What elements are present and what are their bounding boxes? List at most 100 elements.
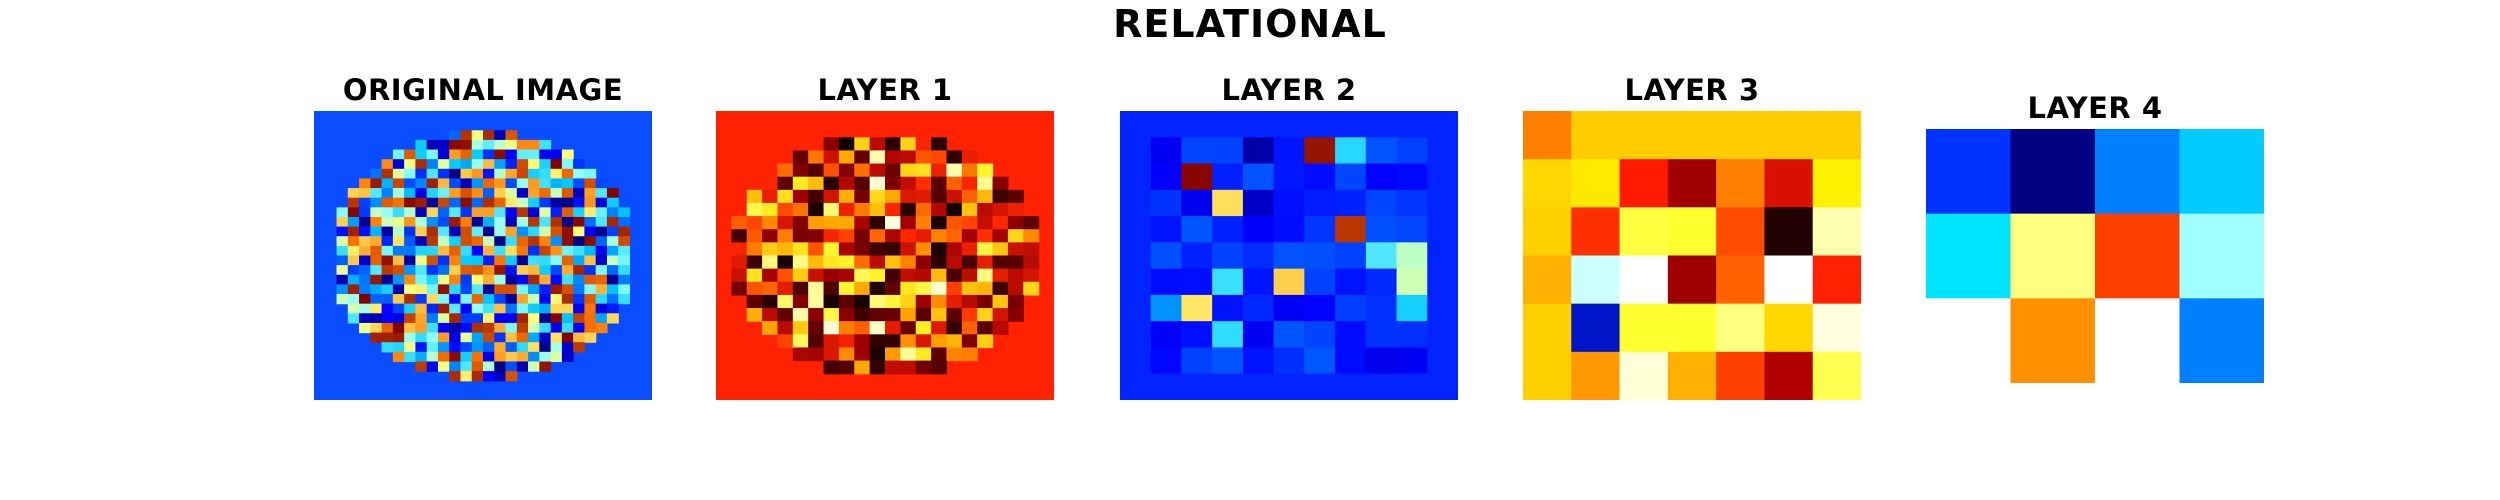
heatmap-cell [505,226,518,237]
heatmap-cell [808,216,825,230]
heatmap-cell [977,268,994,283]
heatmap-cell [550,245,563,257]
heatmap-cell [426,342,439,353]
heatmap-cell [550,274,563,285]
heatmap-cell [1764,351,1814,400]
heatmap-cell [854,242,871,257]
heatmap-cell [426,139,439,151]
heatmap-cell [494,188,507,199]
heatmap-cell [1812,351,1861,400]
heatmap-cell [426,236,439,247]
heatmap-cell [946,189,963,204]
heatmap-cell [1396,242,1428,270]
heatmap-cell [460,207,473,218]
heatmap-cell [931,294,948,309]
heatmap-cell [561,332,574,343]
heatmap-cell [404,149,416,160]
heatmap-cell [885,176,901,191]
heatmap-cell [573,178,585,189]
heatmap-cell [869,268,886,283]
heatmap-cell [584,168,597,180]
heatmap-cell [808,176,825,191]
heatmap-cell [505,178,518,189]
heatmap-cell [792,229,809,243]
heatmap-cell [1150,163,1183,191]
heatmap-cell [426,226,439,237]
heatmap-cell [561,226,574,237]
heatmap-cell [573,226,585,237]
heatmap-cell [977,229,994,243]
heatmap-cell [1427,242,1458,270]
heatmap-cell [539,245,552,257]
heatmap-cell [347,216,360,228]
heatmap-cell [539,226,552,237]
heatmap-cell [550,226,563,237]
heatmap-cell [1396,216,1428,243]
heatmap-cell [573,342,585,353]
heatmap-cell [471,178,484,189]
heatmap-cell [359,236,371,247]
heatmap-cell [370,255,383,266]
heatmap-cell [584,226,597,237]
heatmap-cell [1335,268,1367,296]
heatmap-cell [595,245,608,257]
heatmap-cell [471,188,484,199]
heatmap-cell [1120,137,1152,165]
heatmap-cell [1023,229,1040,243]
heatmap-cell [426,284,439,295]
heatmap-cell [854,321,871,335]
heatmap-cell [381,245,394,257]
heatmap-cell [838,229,855,243]
heatmap-cell [347,294,360,305]
heatmap-cell [437,303,450,314]
heatmap-cell [370,332,383,343]
heatmap-cell [494,294,507,305]
heatmap-cell [885,189,901,204]
heatmap-cell [1150,294,1183,322]
heatmap-cell [561,178,574,189]
heatmap-cell [2095,213,2181,299]
heatmap-cell [483,245,495,257]
heatmap-cell [483,226,495,237]
heatmap-cell [731,216,748,230]
heatmap-cell [808,268,825,283]
heatmap-cell [746,202,763,217]
heatmap-cell [584,332,597,343]
heatmap-cell [471,274,484,285]
heatmap-cell [528,226,540,237]
heatmap-cell [838,216,855,230]
heatmap-cell [426,294,439,305]
heatmap-cell [494,168,507,180]
heatmap-cell [946,176,963,191]
heatmap-cell [1396,137,1428,165]
heatmap-cell [885,347,901,362]
heatmap-cell [854,255,871,270]
heatmap-cell [359,207,371,218]
heatmap-cell [449,274,462,285]
heatmap-cell [404,188,416,199]
heatmap-cell [573,236,585,247]
heatmap-cell [561,149,574,160]
heatmap-cell [1007,308,1024,322]
heatmap-cell [539,188,552,199]
heatmap-cell [915,281,932,296]
heatmap-cell [392,265,405,276]
heatmap-cell [584,274,597,285]
heatmap-cell [792,268,809,283]
heatmap-cell [404,168,416,180]
heatmap-cell [1007,216,1024,230]
heatmap-cell [823,308,840,322]
heatmap-cell [595,322,608,334]
heatmap-cell [505,361,518,372]
heatmap-cell [854,229,871,243]
heatmap-cell [426,216,439,228]
heatmap-cell [606,226,619,237]
heatmap-cell [1619,303,1669,353]
heatmap-cell [471,245,484,257]
heatmap-cell [449,303,462,314]
heatmap-cell [618,265,631,276]
heatmap-cell [1716,255,1766,305]
heatmap-cell [762,216,779,230]
heatmap-cell [792,281,809,296]
heatmap-cell [931,189,948,204]
